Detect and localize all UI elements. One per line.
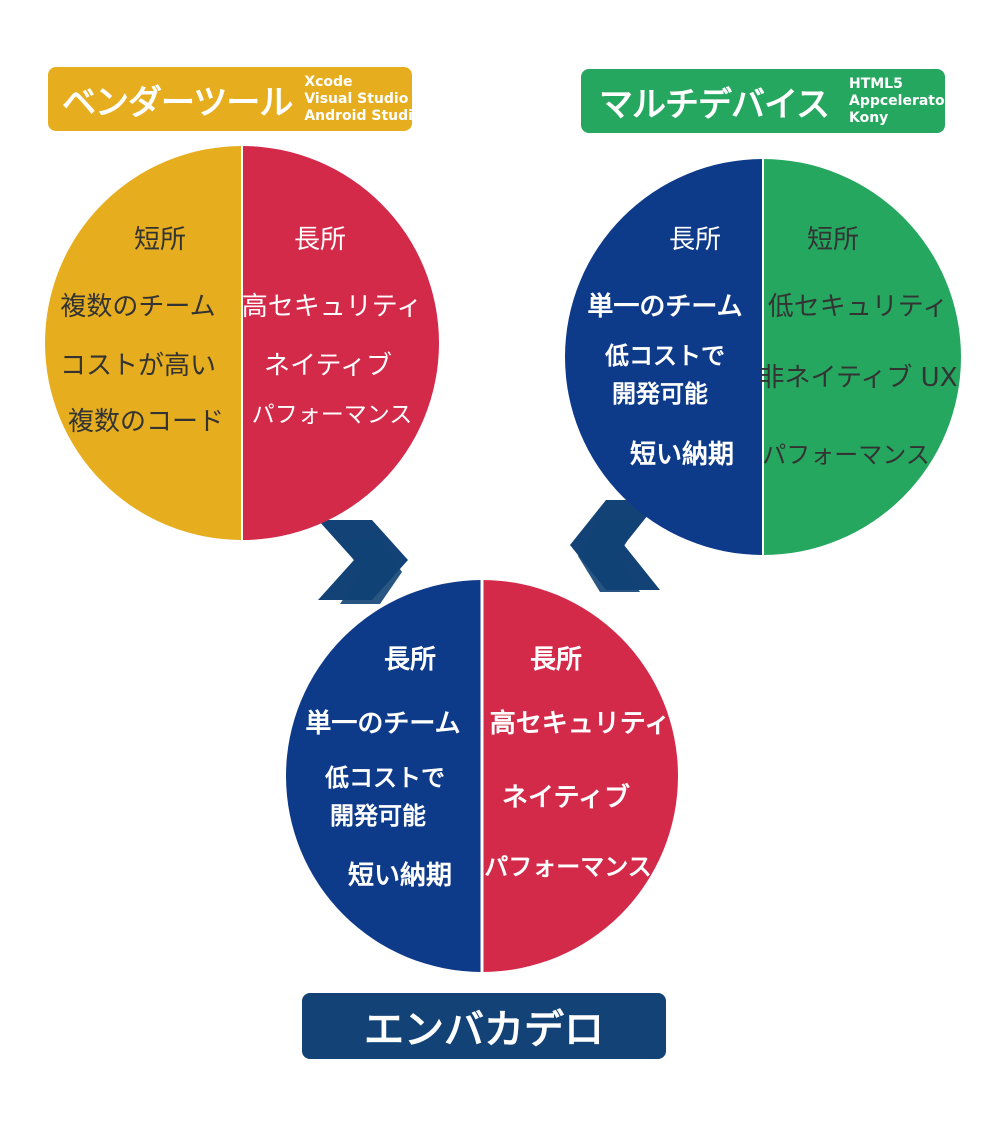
- multidevice-cons-item: 非ネイティブ UX: [758, 363, 957, 393]
- multidevice-title: マルチデバイス: [599, 84, 830, 125]
- multidevice-tool: Appcelerator: [848, 92, 952, 109]
- multidevice-right-half: [763, 159, 961, 555]
- multidevice-pros-item: 単一のチーム: [587, 292, 742, 322]
- embarcadero-title: エンバカデロ: [364, 1007, 604, 1053]
- multidevice-pros-item: 短い納期: [630, 439, 734, 470]
- multidevice-cons-item: 低セキュリティ: [768, 292, 948, 322]
- multidevice-cons: 短所 低セキュリティ 非ネイティブ UX パフォーマンス: [758, 225, 957, 469]
- vendor-cons-heading: 短所: [134, 225, 186, 255]
- multidevice-cons-heading: 短所: [807, 225, 859, 255]
- vendor-cons-item: 複数のコード: [68, 407, 224, 437]
- multidevice-tool: Kony: [848, 109, 889, 126]
- embarcadero-right-heading: 長所: [530, 645, 582, 675]
- multidevice-label: マルチデバイス HTML5 Appcelerator Kony: [581, 69, 952, 133]
- multidevice-pros: 長所 単一のチーム 低コストで 開発可能 短い納期: [587, 225, 742, 470]
- vendor-cons-item: 複数のチーム: [60, 292, 215, 322]
- embarcadero-left-item: 低コストで: [324, 764, 445, 792]
- left-arrow-connector: [318, 520, 408, 604]
- embarcadero-left-pros: 長所 単一のチーム 低コストで 開発可能 短い納期: [305, 645, 460, 891]
- embarcadero-label: エンバカデロ: [302, 993, 666, 1059]
- embarcadero-right-item: ネイティブ: [502, 782, 630, 813]
- vendor-tool: Android Studio: [304, 107, 423, 124]
- embarcadero-right-half: [482, 580, 678, 972]
- vendor-right-half: [242, 146, 439, 540]
- vendor-pros-heading: 長所: [294, 225, 346, 255]
- vendor-tools-label: ベンダーツール Xcode Visual Studio Android Stud…: [48, 67, 423, 131]
- embarcadero-right-pros: 長所 高セキュリティ ネイティブ パフォーマンス: [484, 645, 670, 881]
- embarcadero-right-item: 高セキュリティ: [490, 708, 670, 739]
- multidevice-pros-item: 低コストで: [604, 342, 725, 370]
- vendor-tools-list: Xcode Visual Studio Android Studio: [304, 74, 422, 125]
- vendor-left-half: [45, 146, 242, 540]
- embarcadero-left-item: 短い納期: [348, 860, 452, 891]
- vendor-pros: 長所 高セキュリティ ネイティブ パフォーマンス: [242, 225, 422, 428]
- multidevice-tool: HTML5: [848, 75, 903, 92]
- vendor-pros-item: ネイティブ: [264, 351, 392, 381]
- vendor-pros-item: パフォーマンス: [252, 402, 413, 428]
- vendor-tool: Xcode: [304, 73, 353, 90]
- vendor-cons-item: コストが高い: [60, 351, 216, 381]
- right-arrow-connector: [570, 500, 660, 592]
- multidevice-tools-list: HTML5 Appcelerator Kony: [849, 76, 952, 127]
- vendor-cons: 短所 複数のチーム コストが高い 複数のコード: [60, 225, 224, 437]
- multidevice-cons-item: パフォーマンス: [762, 441, 930, 469]
- vendor-title: ベンダーツール: [62, 82, 293, 123]
- embarcadero-left-heading: 長所: [384, 645, 436, 675]
- multidevice-pros-heading: 長所: [669, 225, 721, 255]
- embarcadero-left-item: 単一のチーム: [305, 709, 460, 739]
- multidevice-pros-item: 開発可能: [612, 380, 708, 408]
- embarcadero-right-item: パフォーマンス: [484, 853, 652, 881]
- vendor-tool: Visual Studio: [304, 90, 409, 107]
- vendor-pros-item: 高セキュリティ: [242, 292, 422, 322]
- embarcadero-left-item: 開発可能: [330, 802, 426, 830]
